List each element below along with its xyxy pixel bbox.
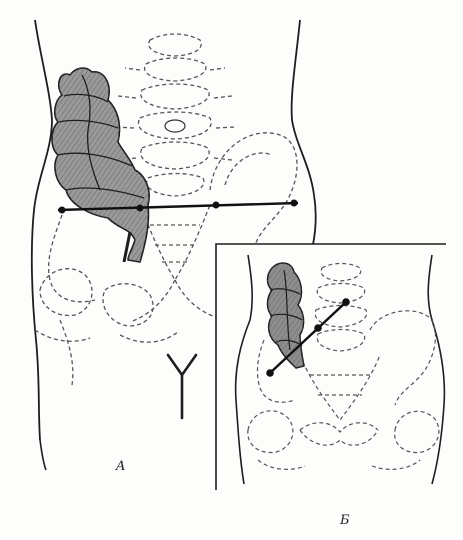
panel-a-point-middle	[137, 205, 144, 212]
panel-b-point-upper	[342, 298, 350, 306]
panel-a-body-outline-right	[292, 20, 316, 250]
panel-a-vertebra-foramen	[165, 120, 185, 132]
panel-a-point-right-inner	[213, 202, 220, 209]
panel-a-body-outline-left	[32, 20, 52, 440]
panel-b-point-middle	[314, 324, 322, 332]
panel-a-point-left	[59, 207, 66, 214]
panel-a-point-right	[291, 200, 298, 207]
panel-b-label: Б	[339, 513, 350, 528]
panel-b-point-lower	[266, 369, 274, 377]
panel-a-thigh-lines	[40, 440, 46, 470]
panel-a-label: A	[115, 459, 125, 474]
panel-a-colon	[52, 68, 149, 262]
panel-b: Б	[216, 244, 452, 528]
panel-a-y-marker	[168, 355, 196, 418]
